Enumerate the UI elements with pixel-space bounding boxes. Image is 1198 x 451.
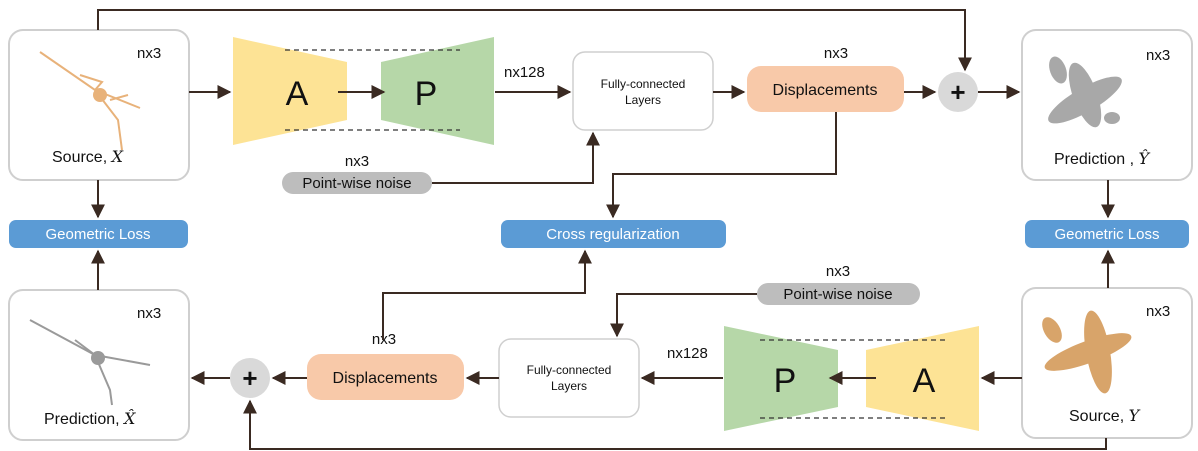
airplane-point-cloud-tan-image bbox=[1042, 310, 1132, 394]
prediction-x-box: nx3 Prediction, X̂ bbox=[8, 289, 190, 441]
fc-bottom-line1: Fully-connected bbox=[527, 363, 612, 377]
displacements-bottom: nx3 Displacements bbox=[307, 331, 464, 400]
feature-dim-bottom: nx128 bbox=[667, 345, 708, 362]
encoder-p-top: P bbox=[381, 37, 494, 145]
noise-bottom-label: Point-wise noise bbox=[783, 286, 892, 303]
displacements-top-label: Displacements bbox=[773, 82, 878, 99]
arrow-disp-bottom-to-crossreg bbox=[382, 249, 592, 340]
displacements-bottom-label: Displacements bbox=[333, 370, 438, 387]
fc-top-line1: Fully-connected bbox=[601, 77, 686, 91]
feature-dim-top: nx128 bbox=[504, 64, 545, 81]
arrow-disp-to-crossreg bbox=[606, 112, 837, 219]
displacements-top: nx3 Displacements bbox=[747, 45, 904, 112]
plus-top-label: + bbox=[950, 77, 965, 107]
fc-layers-top: Fully-connected Layers bbox=[572, 51, 714, 131]
arrow-noise-to-fc-top bbox=[432, 131, 600, 184]
noise-bottom-dim: nx3 bbox=[826, 263, 850, 280]
prediction-x-dim: nx3 bbox=[137, 305, 161, 322]
noise-top-dim: nx3 bbox=[345, 153, 369, 170]
source-x-box: nx3 Source, X bbox=[8, 29, 190, 181]
source-y-caption: Source, Y bbox=[1069, 406, 1141, 425]
plus-node-top: + bbox=[938, 72, 978, 112]
geometric-loss-left: Geometric Loss bbox=[9, 220, 188, 248]
encoder-a-top: A bbox=[233, 37, 347, 145]
prediction-y-dim: nx3 bbox=[1146, 47, 1170, 64]
encoder-a-bottom: A bbox=[866, 326, 979, 431]
arrow-skip-top bbox=[97, 9, 972, 72]
geometric-loss-left-label: Geometric Loss bbox=[45, 226, 150, 243]
prediction-y-caption: Prediction , Ŷ bbox=[1054, 148, 1150, 168]
fc-bottom-line2: Layers bbox=[551, 379, 587, 393]
noise-top: nx3 Point-wise noise bbox=[282, 153, 432, 194]
geometric-loss-right-label: Geometric Loss bbox=[1054, 226, 1159, 243]
cross-regularization-label: Cross regularization bbox=[546, 226, 679, 243]
noise-bottom: nx3 Point-wise noise bbox=[757, 263, 920, 305]
neuron-point-cloud-gray-image bbox=[29, 319, 151, 406]
arrow-noise-to-fc-bottom bbox=[610, 293, 757, 338]
encoder-a-label: A bbox=[286, 75, 309, 113]
displacements-top-dim: nx3 bbox=[824, 45, 848, 62]
source-x-caption: Source, X bbox=[52, 147, 124, 166]
cross-regularization: Cross regularization bbox=[501, 220, 726, 248]
prediction-y-box: nx3 Prediction , Ŷ bbox=[1021, 29, 1193, 181]
fc-layers-bottom: Fully-connected Layers bbox=[498, 338, 640, 418]
source-y-box: nx3 Source, Y bbox=[1021, 287, 1193, 439]
encoder-p-bottom: P bbox=[724, 326, 838, 431]
airplane-point-cloud-gray-image bbox=[1048, 56, 1122, 128]
source-y-dim: nx3 bbox=[1146, 303, 1170, 320]
plus-bottom-label: + bbox=[242, 363, 257, 393]
prediction-x-caption: Prediction, X̂ bbox=[44, 409, 136, 428]
neuron-point-cloud-image bbox=[39, 51, 141, 151]
arrow-skip-bottom bbox=[243, 399, 1107, 450]
source-x-dim: nx3 bbox=[137, 45, 161, 62]
arrows bbox=[91, 9, 1115, 450]
noise-top-label: Point-wise noise bbox=[302, 175, 411, 192]
plus-node-bottom: + bbox=[230, 358, 270, 398]
geometric-loss-right: Geometric Loss bbox=[1025, 220, 1189, 248]
encoder-a-bottom-label: A bbox=[913, 362, 936, 400]
fc-top-line2: Layers bbox=[625, 93, 661, 107]
encoder-p-bottom-label: P bbox=[774, 362, 797, 400]
encoder-p-label: P bbox=[415, 75, 438, 113]
